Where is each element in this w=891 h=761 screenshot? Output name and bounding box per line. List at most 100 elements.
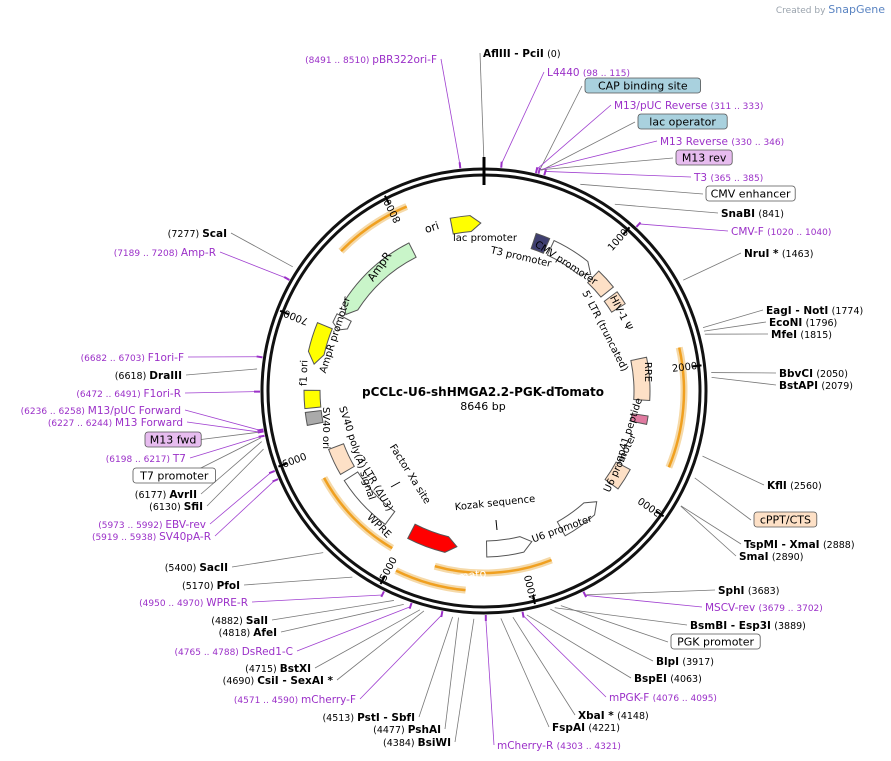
tick-mark [531,595,536,605]
site-label-text: FspAI (4221) [552,722,620,734]
site-label-ebvrev: (5973 .. 5992) EBV-rev [98,519,206,531]
site-label-text: M13 fwd [150,434,197,447]
site-label-text: (4715) BstXI [245,663,311,675]
site-label-text: L4440 (98 .. 115) [547,67,630,79]
site-label-text: (5400) SacII [165,562,228,574]
site-label-m13fwd: M13 fwd [144,431,202,448]
site-label-t7: (6198 .. 6217) T7 [106,453,186,465]
site-label-cpptcts: cPPT/CTS [753,511,818,528]
tick-mark [692,364,702,368]
watermark-brand: SnapGene [828,3,885,16]
site-label-text: (6198 .. 6217) T7 [106,453,186,465]
site-label-fspai: FspAI (4221) [552,722,620,734]
site-label-text: (4765 .. 4788) DsRed1-C [175,646,293,658]
site-label-text: (5170) PfoI [182,580,240,592]
leader-dsred1c [296,606,411,652]
site-label-m13pucreverse: M13/pUC Reverse (311 .. 333) [614,100,763,112]
site-label-sfii: (6130) SfiI [149,501,203,513]
site-label-text: EagI - NotI (1774) [766,305,863,317]
site-label-text: BbvCI (2050) [779,368,848,380]
leader-ebvrev [209,472,272,525]
site-label-text: (4882) SalI [211,615,268,627]
site-label-afliii: AflIII - PciI (0) [483,48,561,60]
plasmid-size: 8646 bp [460,400,505,413]
site-label-m13pucforward: (6236 .. 6258) M13/pUC Forward [21,405,181,417]
primer-site [458,162,462,169]
snapgene-watermark: Created by SnapGene [776,3,885,16]
leader-sfii [206,448,264,507]
site-label-text: BlpI (3917) [656,656,714,668]
leader-wprer [251,594,383,603]
site-label-sacii: (5400) SacII [165,562,228,574]
site-label-text: mPGK-F (4076 .. 4095) [609,692,717,704]
site-label-tspmi: TspMI - XmaI (2888) [744,539,855,551]
leader-bsmbi [554,607,688,626]
plasmid-name: pCCLc-U6-shHMGA2.2-PGK-dTomato [362,385,604,399]
site-labels: AflIII - PciI (0) L4440 (98 .. 115)CAP bi… [21,48,864,752]
leader-psti [418,616,453,718]
tick-label: 1000 [606,227,631,253]
band-dtomato [395,569,466,592]
site-label-text: (6177) AvrII [135,489,197,501]
leader-sali [271,600,394,621]
site-label-text: (5973 .. 5992) EBV-rev [98,519,206,531]
site-label-text: AflIII - PciI (0) [483,48,561,60]
primer-site [635,221,642,228]
site-label-cmvf: CMV-F (1020 .. 1040) [731,226,831,238]
site-label-sali: (4882) SalI [211,615,268,627]
leader-bsiwi [454,618,475,743]
site-label-text: SnaBI (841) [721,208,784,220]
sv40ori-arc [303,389,322,410]
site-label-bspei: BspEI (4063) [634,673,702,685]
site-label-text: (6236 .. 6258) M13/pUC Forward [21,405,181,417]
site-label-text: T7 promoter [139,470,209,483]
leader-cpptcts [694,477,752,521]
leader-lines [184,52,777,746]
site-label-box [584,77,701,94]
leader-kfli [702,455,765,486]
leader-mpgkf [522,615,607,698]
leader-scai [230,232,293,268]
site-label-text: (6472 .. 6491) F1ori-R [76,388,181,400]
site-label-text: BstAPI (2079) [779,380,853,392]
site-label-box [675,149,733,166]
site-label-text: (6227 .. 6244) M13 Forward [48,417,183,429]
site-label-bsiwi: (4384) BsiWI [383,737,451,749]
u6b-arc [556,501,598,537]
ltr3-arc [327,443,355,476]
site-label-pgkpromoter: PGK promoter [670,633,761,650]
site-label-text: (4571 .. 4590) mCherry-F [234,694,356,706]
site-label-dsred1c: (4765 .. 4788) DsRed1-C [175,646,293,658]
site-label-sphi: SphI (3683) [718,585,779,597]
site-label-text: SmaI (2890) [739,551,803,563]
feature-arcs [303,203,688,594]
site-label-text: EcoNI (1796) [769,317,837,329]
primer-site [408,602,413,609]
site-label-box [753,511,818,528]
leader-avrii [200,441,262,495]
primer-site [521,611,525,618]
leader-draiii [185,368,258,376]
site-label-text: (7189 .. 7208) Amp-R [114,247,216,259]
site-label-text: BsmBI - Esp3I (3889) [690,620,806,632]
feature-label-lacprom: lac promoter [453,233,518,244]
factorxa-mark [390,481,401,488]
site-label-text: (4690) CsiI - SexAI * [223,675,334,687]
leader-mcherryf [359,614,442,700]
site-label-text: MfeI (1815) [771,329,832,341]
leader-lacoperator [541,121,636,171]
site-label-text: (7277) ScaI [168,228,227,240]
band-rre [667,347,686,468]
site-label-text: (6618) DraIII [115,370,182,382]
site-label-cmvenhancer: CMV enhancer [705,185,796,202]
site-label-text: BspEI (4063) [634,673,702,685]
site-label-eagi: EagI - NotI (1774) [766,305,863,317]
leader-pgkpromoter [560,605,669,643]
ori-arc [449,215,482,235]
site-label-l4440: L4440 (98 .. 115) [547,67,630,79]
leader-pfoi [243,576,353,586]
leader-t7 [189,436,261,459]
tick-mark [622,226,631,235]
site-label-text: (6130) SfiI [149,501,203,513]
site-label-text: CAP binding site [598,80,688,93]
